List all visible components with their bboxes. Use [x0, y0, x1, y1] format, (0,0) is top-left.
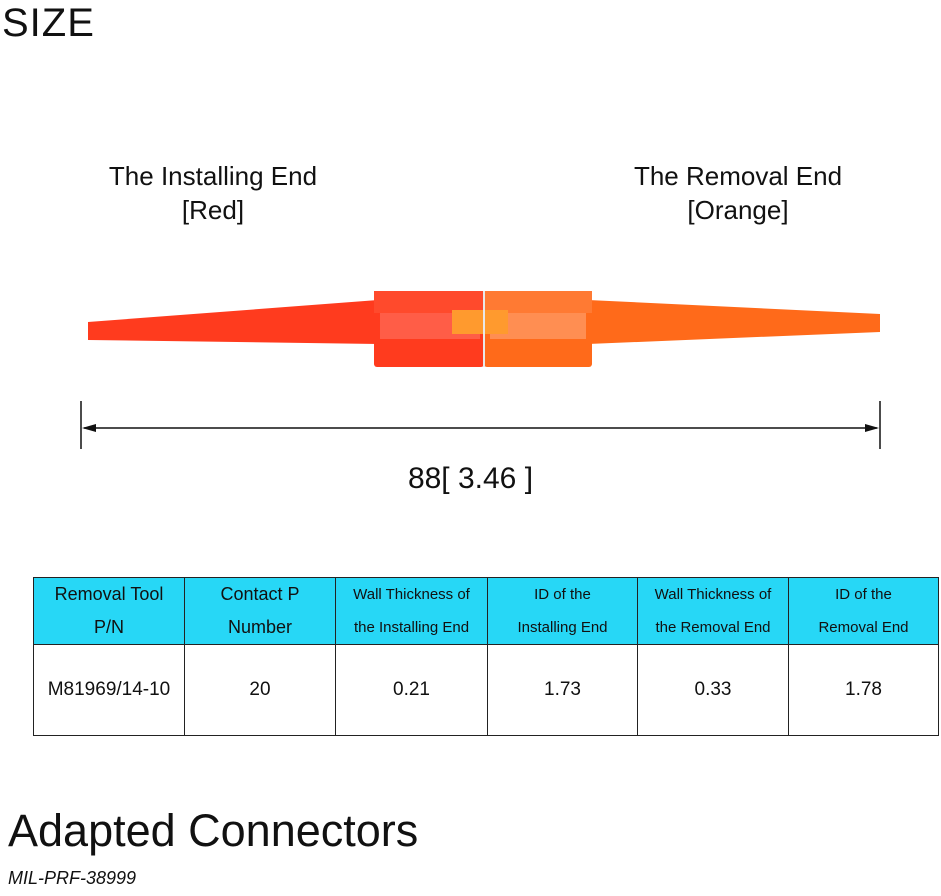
header-wall-thickness-removal: Wall Thickness of the Removal End: [637, 577, 789, 645]
table-header-row: Removal Tool P/N Contact P Number Wall T…: [33, 577, 939, 645]
table-row: M81969/14-10 20 0.21 1.73 0.33 1.78: [33, 644, 939, 736]
adapted-connectors-heading: Adapted Connectors: [8, 805, 419, 856]
dimension-value: 88[ 3.46 ]: [407, 462, 534, 495]
cell-wall-thickness-removal: 0.33: [637, 644, 789, 736]
removal-tool-image: [88, 291, 880, 367]
dimension-line: [80, 401, 881, 449]
page-title: SIZE: [2, 1, 95, 45]
cell-id-removal: 1.78: [788, 644, 939, 736]
header-contact-number: Contact P Number: [184, 577, 336, 645]
header-id-removal: ID of the Removal End: [788, 577, 939, 645]
header-id-installing: ID of the Installing End: [487, 577, 638, 645]
removal-end-shaft: [588, 300, 880, 344]
removal-end-label: The Removal End [Orange]: [578, 159, 898, 227]
removal-end-color: [Orange]: [687, 195, 789, 225]
cell-wall-thickness-installing: 0.21: [335, 644, 488, 736]
cell-removal-tool-pn: M81969/14-10: [33, 644, 185, 736]
spec-table: Removal Tool P/N Contact P Number Wall T…: [33, 577, 939, 736]
installing-end-label: The Installing End [Red]: [53, 159, 373, 227]
removal-end-name: The Removal End: [633, 161, 843, 191]
installing-end-name: The Installing End: [108, 161, 318, 191]
header-removal-tool-pn: Removal Tool P/N: [33, 577, 185, 645]
cell-contact-number: 20: [184, 644, 336, 736]
installing-end-shaft: [88, 300, 378, 344]
header-wall-thickness-installing: Wall Thickness of the Installing End: [335, 577, 488, 645]
installing-end-color: [Red]: [181, 195, 245, 225]
cell-id-installing: 1.73: [487, 644, 638, 736]
connector-spec-name: MIL-PRF-38999: [8, 868, 137, 888]
